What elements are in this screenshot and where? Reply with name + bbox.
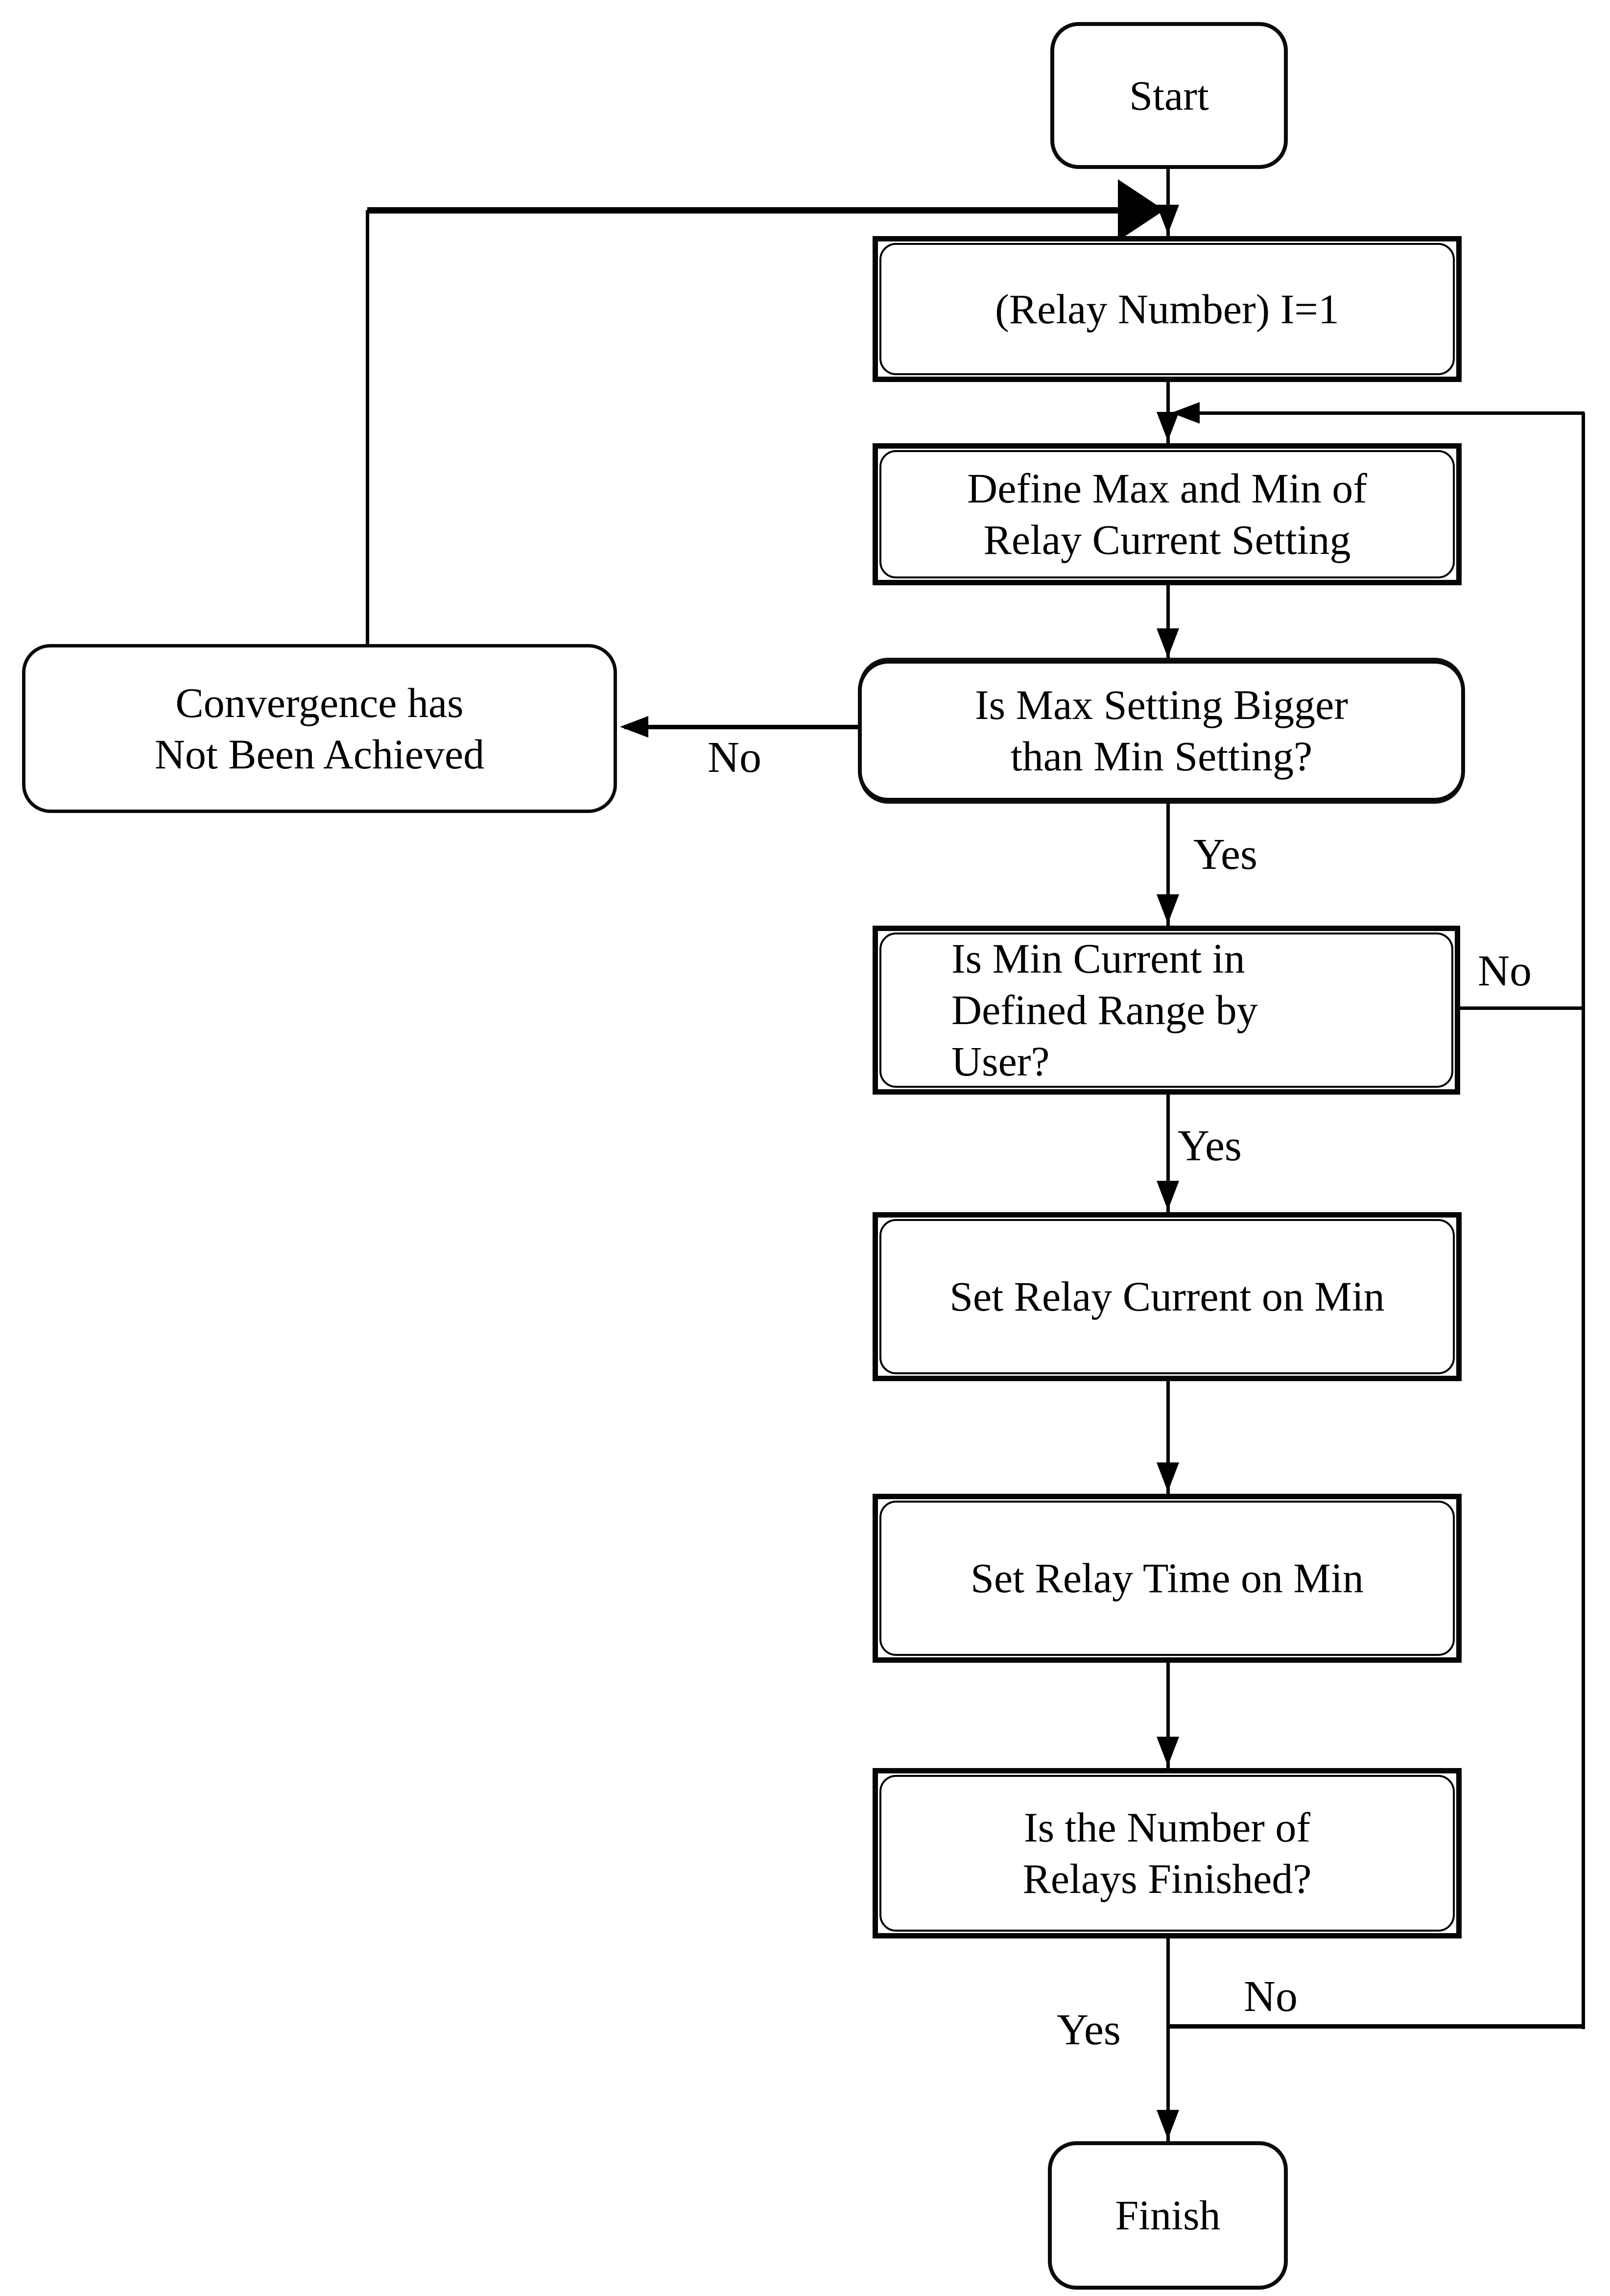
arrowhead-into-min-current-icon	[1157, 894, 1179, 924]
node-max-bigger-label: Is Max Setting Bigger than Min Setting?	[975, 681, 1348, 780]
node-finish-label: Finish	[1115, 2192, 1221, 2239]
edge-convergence-loop-vertical	[366, 210, 369, 646]
node-finish: Finish	[1048, 2141, 1288, 2290]
node-relays-finished-label: Is the Number of Relays Finished?	[1022, 1804, 1312, 1902]
edge-start-to-relay-number	[1166, 169, 1170, 238]
edge-set-current-to-set-time	[1166, 1381, 1170, 1495]
node-relay-number: (Relay Number) I=1	[873, 236, 1462, 382]
node-max-bigger: Is Max Setting Bigger than Min Setting?	[858, 660, 1465, 802]
arrowhead-into-relays-finished-icon	[1157, 1737, 1179, 1766]
arrowhead-into-set-time-icon	[1157, 1462, 1179, 1492]
edge-label-min-current-no: No	[1478, 947, 1532, 995]
node-min-current: Is Min Current in Defined Range by User?	[873, 926, 1460, 1095]
node-set-current-label: Set Relay Current on Min	[949, 1273, 1385, 1320]
node-define-max-min-label: Define Max and Min of Relay Current Sett…	[967, 465, 1367, 563]
edge-right-rail-vertical	[1582, 413, 1585, 2029]
edge-label-max-bigger-no: No	[708, 733, 761, 782]
node-min-current-label: Is Min Current in Defined Range by User?	[951, 935, 1258, 1085]
edge-max-bigger-yes	[1166, 802, 1170, 927]
edge-define-to-max-bigger	[1166, 585, 1170, 661]
node-relays-finished: Is the Number of Relays Finished?	[873, 1768, 1462, 1938]
arrowhead-reentry-icon	[1171, 402, 1200, 424]
edge-reentry-horizontal	[1185, 411, 1585, 415]
node-set-time: Set Relay Time on Min	[873, 1494, 1462, 1663]
edge-label-min-current-yes: Yes	[1178, 1122, 1242, 1170]
arrowhead-into-set-current-icon	[1157, 1181, 1179, 1210]
edge-label-relays-finished-no: No	[1244, 1972, 1298, 2021]
node-start: Start	[1050, 22, 1288, 169]
node-convergence: Convergence has Not Been Achieved	[22, 644, 617, 813]
edge-set-time-to-relays-finished	[1166, 1663, 1170, 1770]
edge-relays-finished-yes	[1166, 1938, 1170, 2142]
edge-min-current-no	[1459, 1006, 1584, 1010]
node-relay-number-label: (Relay Number) I=1	[995, 285, 1339, 333]
node-set-time-label: Set Relay Time on Min	[971, 1555, 1364, 1602]
arrowhead-into-convergence-icon	[620, 716, 648, 738]
edge-max-bigger-no	[624, 725, 859, 729]
node-convergence-label: Convergence has Not Been Achieved	[154, 679, 485, 778]
node-set-current: Set Relay Current on Min	[873, 1212, 1462, 1381]
arrowhead-into-finish-icon	[1157, 2110, 1179, 2139]
edge-min-current-yes	[1166, 1095, 1170, 1213]
node-define-max-min: Define Max and Min of Relay Current Sett…	[873, 443, 1462, 585]
node-start-label: Start	[1129, 72, 1209, 119]
edge-label-max-bigger-yes: Yes	[1193, 830, 1257, 879]
edge-relays-finished-no	[1168, 2024, 1585, 2029]
edge-label-relays-finished-yes: Yes	[1057, 2006, 1121, 2054]
arrowhead-into-relay-number-icon	[1157, 205, 1179, 234]
arrowhead-into-max-bigger-icon	[1157, 628, 1179, 658]
edge-convergence-loop-horizontal	[367, 207, 1124, 214]
